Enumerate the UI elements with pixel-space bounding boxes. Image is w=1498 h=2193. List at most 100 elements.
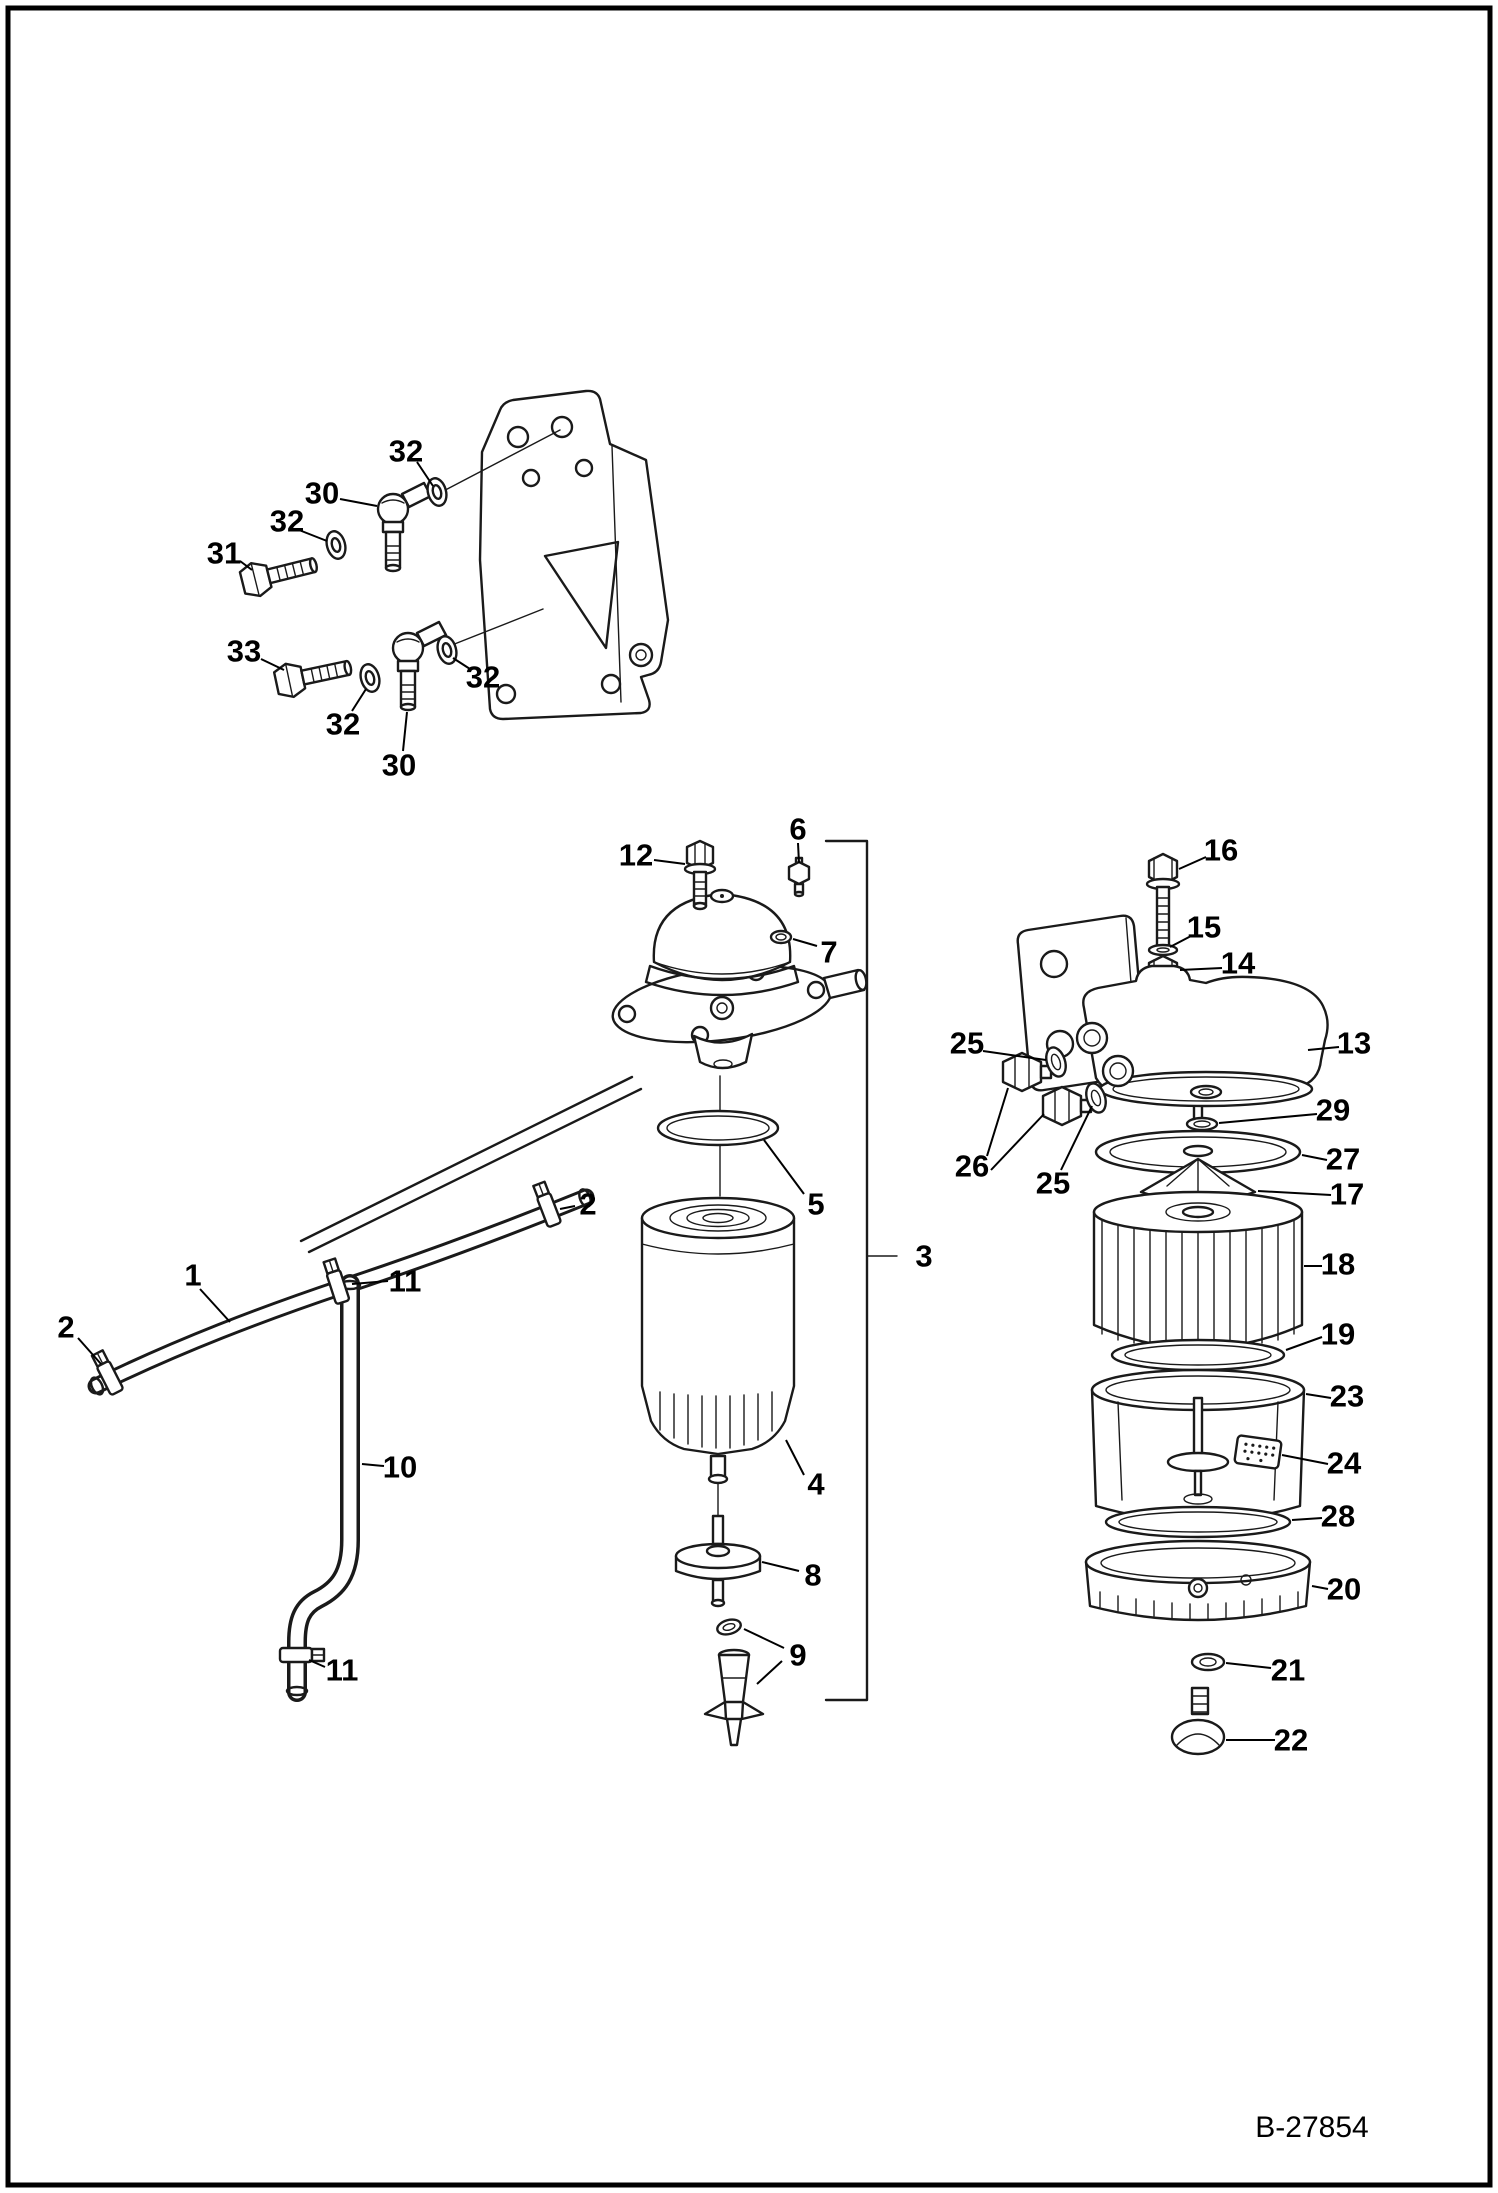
leader-line — [1225, 1662, 1272, 1669]
leader-line — [416, 461, 434, 487]
filter-element-art — [1092, 1190, 1304, 1350]
page-border — [5, 5, 1493, 2188]
leader-line — [351, 1280, 389, 1285]
part-label-18: 18 — [1321, 1247, 1355, 1282]
part-label-25: 25 — [1036, 1166, 1070, 1201]
water-separator-assembly-art — [1001, 852, 1329, 1756]
leader-line — [990, 1113, 1045, 1171]
part-label-5: 5 — [807, 1187, 824, 1222]
leader-line — [1291, 1517, 1323, 1521]
part-label-32: 32 — [326, 707, 360, 742]
leader-line — [1311, 1585, 1329, 1590]
part-label-21: 21 — [1271, 1653, 1305, 1688]
part-label-29: 29 — [1316, 1093, 1350, 1128]
mount-bracket-assembly-art — [238, 389, 670, 721]
leader-line — [452, 657, 471, 670]
leader-line — [199, 1288, 231, 1323]
part-label-24: 24 — [1327, 1446, 1362, 1481]
leader-line — [792, 938, 818, 947]
sealing-washer-art — [426, 477, 448, 507]
pump-pipe-art — [299, 1075, 643, 1254]
leader-line — [361, 1463, 385, 1467]
leader-line — [351, 688, 367, 712]
part-label-27: 27 — [1326, 1142, 1360, 1177]
leader-line — [785, 1439, 805, 1476]
small-o-ring-art — [769, 929, 793, 945]
part-label-11: 11 — [389, 1264, 422, 1299]
leader-line — [77, 1337, 102, 1365]
leader-line — [763, 1139, 805, 1195]
group-bracket-3-art — [824, 839, 898, 1702]
hose-clamp-art — [90, 1349, 124, 1396]
part-label-9: 9 — [789, 1638, 806, 1673]
part-label-14: 14 — [1221, 946, 1256, 981]
part-label-8: 8 — [804, 1558, 821, 1593]
seal-ring-art — [1104, 1505, 1292, 1539]
vent-screw-art — [787, 856, 811, 898]
spindle-art — [674, 1514, 762, 1608]
fuel-pump-assembly-art — [611, 839, 868, 1747]
part-label-25: 25 — [950, 1026, 984, 1061]
leader-line — [1178, 856, 1207, 870]
part-label-19: 19 — [1321, 1317, 1355, 1352]
part-label-15: 15 — [1187, 910, 1221, 945]
banjo-bolt-art — [272, 659, 353, 699]
leader-line — [1307, 1046, 1340, 1051]
leader-line — [308, 1659, 326, 1668]
hose-clamp-art — [322, 1257, 351, 1305]
gasket-o-ring-art — [656, 1109, 780, 1147]
leader-line — [797, 842, 800, 864]
pump-outlet-boss-art — [692, 1032, 754, 1070]
banjo-fitting-art — [376, 481, 433, 573]
banjo-fitting-art — [391, 620, 448, 712]
retainer-cup-art — [1084, 1539, 1312, 1622]
plug-washer-art — [1085, 1082, 1107, 1114]
pump-bolt-art — [683, 839, 717, 911]
leader-line — [653, 859, 686, 865]
part-label-13: 13 — [1337, 1026, 1371, 1061]
part-label-2: 2 — [579, 1187, 596, 1222]
part-label-12: 12 — [619, 838, 653, 873]
filter-head-art — [1075, 964, 1329, 1108]
hose-assembly-art — [87, 1075, 643, 1702]
sealing-washer-art — [436, 635, 458, 665]
leader-line — [298, 529, 328, 542]
part-label-3: 3 — [915, 1239, 932, 1274]
pump-dome-art — [652, 892, 792, 982]
plug-washer-art — [1045, 1046, 1067, 1078]
part-label-32: 32 — [270, 504, 304, 539]
part-label-26: 26 — [955, 1149, 989, 1184]
hose-clamp-art — [278, 1646, 326, 1664]
leader-line — [1179, 967, 1223, 971]
head-o-ring-art — [1185, 1116, 1219, 1132]
leader-line — [559, 1205, 576, 1210]
leader-line — [1305, 1393, 1332, 1399]
leader-line — [402, 711, 408, 752]
part-label-30: 30 — [382, 748, 416, 783]
mounting-bolt-art — [1145, 852, 1181, 950]
leader-line — [1060, 1105, 1093, 1171]
part-label-4: 4 — [807, 1467, 825, 1502]
part-label-32: 32 — [466, 660, 500, 695]
leader-line — [986, 1087, 1009, 1157]
part-label-30: 30 — [305, 476, 339, 511]
sealing-washer-art — [325, 530, 347, 560]
part-label-1: 1 — [184, 1258, 201, 1293]
part-label-2: 2 — [57, 1310, 74, 1345]
part-label-7: 7 — [820, 935, 837, 970]
leader-line — [1281, 1454, 1329, 1465]
leader-line — [260, 658, 285, 671]
check-valve-art — [703, 1648, 765, 1747]
part-label-32: 32 — [389, 434, 423, 469]
leader-line — [239, 560, 253, 571]
part-label-20: 20 — [1327, 1572, 1361, 1607]
leader-line — [761, 1561, 800, 1572]
sediment-bowl-art — [1090, 1368, 1306, 1523]
leader-line — [743, 1628, 785, 1649]
leader-line — [1301, 1154, 1328, 1161]
banjo-bolt-art — [238, 557, 318, 598]
bowl-label-tag-art — [1233, 1434, 1283, 1470]
part-label-6: 6 — [789, 812, 806, 847]
